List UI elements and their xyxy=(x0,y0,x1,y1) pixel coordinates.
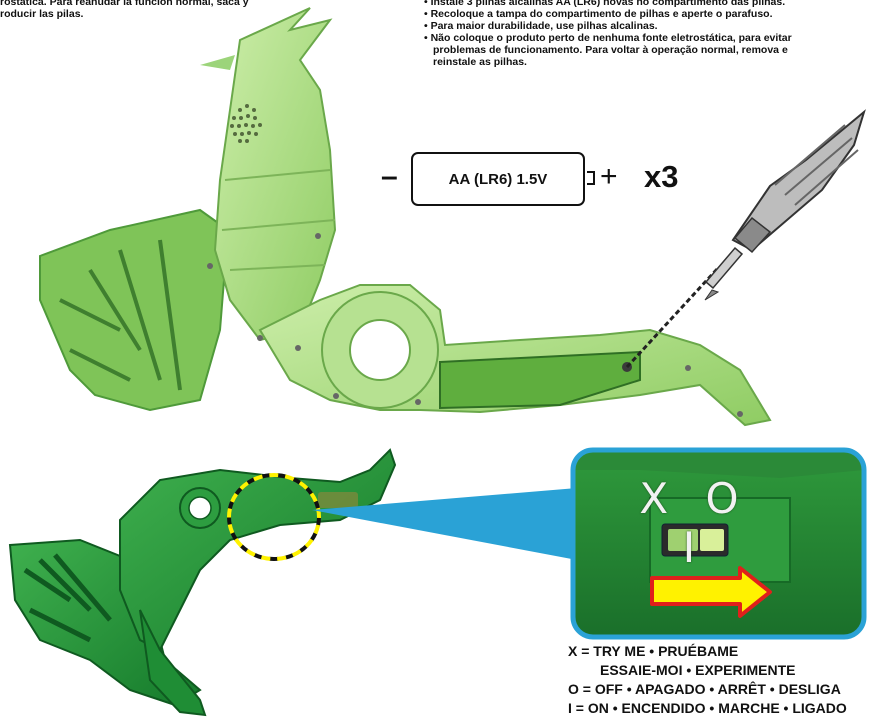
toy-back-view xyxy=(40,8,770,425)
battery-minus-sign: – xyxy=(381,160,398,194)
instructions-portuguese: • Instale 3 pilhas alcalinas AA (LR6) no… xyxy=(424,0,869,68)
pt-line-4: • Não coloque o produto perto de nenhuma… xyxy=(424,32,869,44)
battery-label: AA (LR6) 1.5V xyxy=(449,171,548,188)
battery-terminal xyxy=(587,171,595,185)
screwdriver-icon xyxy=(627,112,864,367)
switch-position-labels: X O I xyxy=(630,474,760,572)
legend-i-line: I = ON • ENCENDIDO • MARCHE • LIGADO xyxy=(568,699,871,718)
pt-line-1: • Instale 3 pilhas alcalinas AA (LR6) no… xyxy=(424,0,869,8)
legend-x-line-1: X = TRY ME • PRUÉBAME xyxy=(568,642,871,661)
pt-line-5: problemas de funcionamento. Para voltar … xyxy=(424,44,869,56)
es-line-2: roducir las pilas. xyxy=(0,8,330,20)
wing-back xyxy=(40,210,228,410)
pt-line-2: • Recoloque a tampa do compartimento de … xyxy=(424,8,869,20)
pt-line-3: • Para maior durabilidade, use pilhas al… xyxy=(424,20,869,32)
battery-plus-sign: + xyxy=(600,160,618,194)
battery-icon: AA (LR6) 1.5V xyxy=(411,152,585,206)
instructions-spanish: rostática. Para reanudar la función norm… xyxy=(0,0,330,20)
es-line-1: rostática. Para reanudar la función norm… xyxy=(0,0,330,8)
battery-quantity: x3 xyxy=(644,158,678,196)
legend-x-line-2: ESSAIE-MOI • EXPERIMENTE xyxy=(568,661,871,680)
pt-line-6: reinstale as pilhas. xyxy=(424,56,869,68)
toy-side-view xyxy=(10,450,395,715)
legend-o-line: O = OFF • APAGADO • ARRÊT • DESLIGA xyxy=(568,680,871,699)
switch-legend: X = TRY ME • PRUÉBAME ESSAIE-MOI • EXPER… xyxy=(568,642,871,718)
